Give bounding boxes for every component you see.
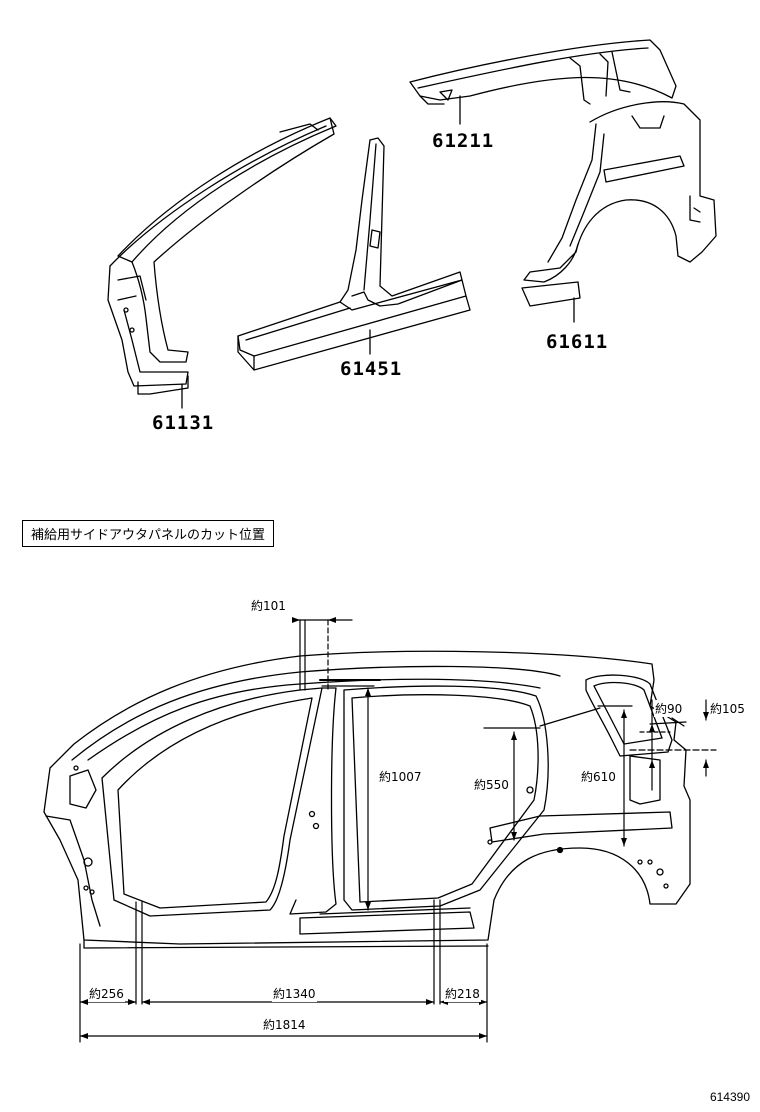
part-61611-drawing — [521, 101, 717, 323]
dimension-arrows — [80, 617, 709, 1039]
part-61211-drawing — [409, 39, 677, 125]
part-number-61211[interactable]: 61211 — [432, 130, 495, 152]
part-number-61611[interactable]: 61611 — [546, 331, 609, 353]
dimension-label-1007: 約1007 — [378, 768, 423, 785]
dimension-label-105: 約105 — [709, 700, 746, 717]
cut-lines — [79, 619, 717, 1043]
dimension-label-90: 約90 — [654, 700, 684, 717]
part-61451-drawing — [237, 137, 471, 371]
part-61131-drawing — [107, 117, 337, 409]
dimension-label-610: 約610 — [580, 768, 617, 785]
section-title: 補給用サイドアウタパネルのカット位置 — [22, 520, 275, 547]
dimension-label-218: 約218 — [444, 985, 481, 1002]
part-number-61451[interactable]: 61451 — [340, 358, 403, 380]
dimension-label-1340: 約1340 — [272, 985, 317, 1002]
dimension-label-256: 約256 — [88, 985, 125, 1002]
dimension-label-1814: 約1814 — [262, 1016, 307, 1033]
dimension-label-101: 約101 — [250, 597, 287, 614]
dimension-label-550: 約550 — [473, 776, 510, 793]
part-number-61131[interactable]: 61131 — [152, 412, 215, 434]
diagram-id: 614390 — [709, 1090, 750, 1104]
